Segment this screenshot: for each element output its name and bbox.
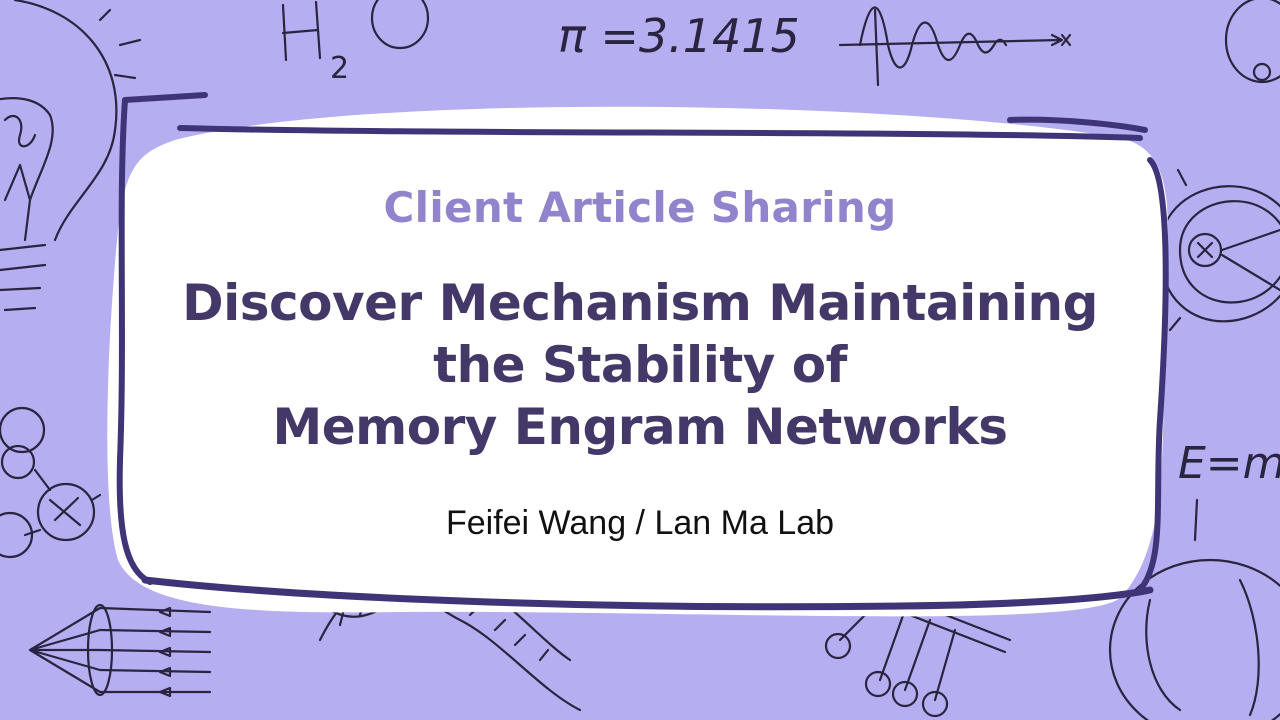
magnifier-doodle [1224,0,1280,84]
h2o-formula-doodle: 2 [281,0,430,86]
energy-formula-doodle: E=m [1178,438,1280,489]
slide-title-line-3: Memory Engram Networks [272,398,1008,456]
molecule-doodle [0,406,102,559]
magnetic-field-doodle [1158,168,1280,332]
slide-author: Feifei Wang / Lan Ma Lab [445,504,835,542]
bubble-doodle [1108,498,1280,720]
frame-stroke-right [1137,157,1169,593]
slide-title-line-1: Discover Mechanism Maintaining [182,274,1098,332]
slide-title-line-2: the Stability of [433,336,847,394]
frame-stroke-top [122,92,1148,141]
pi-formula-doodle: π =3.1415 [558,9,800,63]
frame-stroke-left [116,97,153,585]
h2o-subscript: 2 [330,51,349,86]
frame-stroke-bottom [141,576,1154,611]
title-card-content: Client Article Sharing Discover Mechanis… [160,175,1120,543]
slide-subtitle: Client Article Sharing [383,183,897,232]
wave-doodle [838,6,1072,87]
optics-lens-doodle [28,603,212,698]
title-card-background [107,106,1168,617]
slide-title: Discover Mechanism Maintaining the Stabi… [160,272,1120,458]
lightbulb-doodle [0,0,142,312]
